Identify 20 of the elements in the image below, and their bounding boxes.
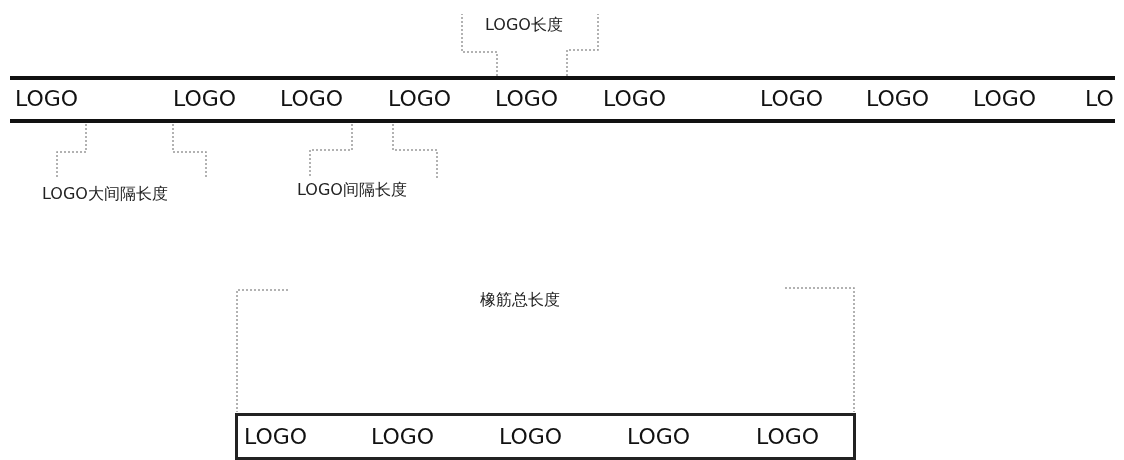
placeholder-word: LOGO xyxy=(973,88,1037,110)
dimension-label: 橡筋总长度 xyxy=(480,292,560,308)
dimension-label: LOGO大间隔长度 xyxy=(42,186,168,202)
placeholder-word: LOGO xyxy=(15,88,79,110)
placeholder-word: LOGO xyxy=(499,426,563,448)
dimension-label: LOGO间隔长度 xyxy=(297,182,407,198)
placeholder-word: LOGO xyxy=(866,88,930,110)
placeholder-word: LOGO xyxy=(280,88,344,110)
placeholder-word: LOGO xyxy=(388,88,452,110)
placeholder-word: LOGO xyxy=(760,88,824,110)
dimension-label: LOGO长度 xyxy=(485,17,563,33)
placeholder-word: LOGO xyxy=(244,426,308,448)
placeholder-word: LOGO xyxy=(371,426,435,448)
placeholder-word: LOGO xyxy=(173,88,237,110)
placeholder-word: LO xyxy=(1085,88,1114,110)
placeholder-word: LOGO xyxy=(756,426,820,448)
placeholder-word: LOGO xyxy=(627,426,691,448)
elastic-band xyxy=(235,413,856,460)
placeholder-word: LOGO xyxy=(495,88,559,110)
placeholder-word: LOGO xyxy=(603,88,667,110)
